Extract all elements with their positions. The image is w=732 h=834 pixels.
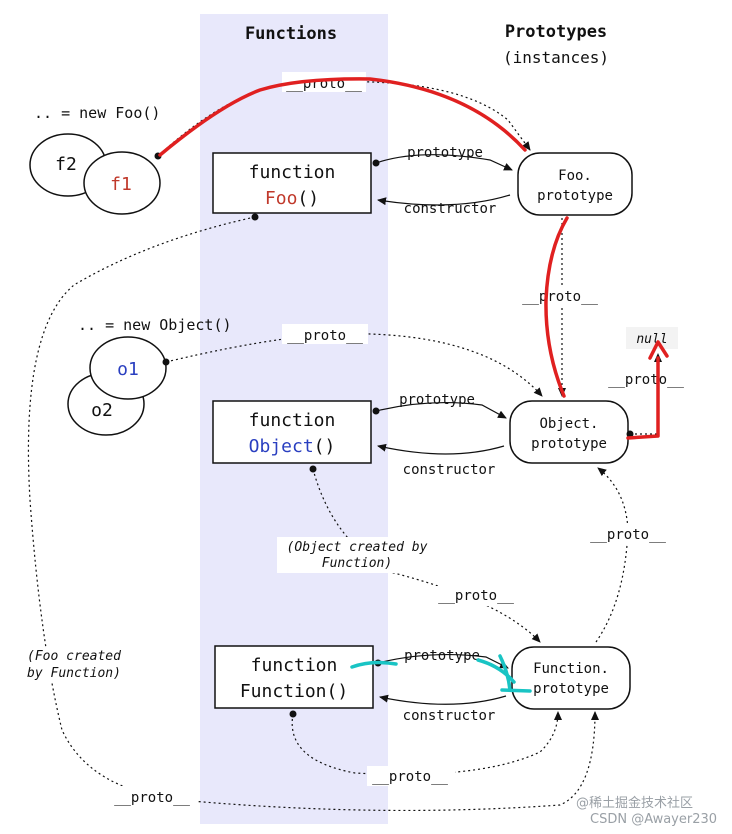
null-box bbox=[626, 327, 678, 349]
function-object-parens: () bbox=[314, 436, 336, 457]
proto-label-objectproto: __proto__ bbox=[608, 372, 684, 388]
o1-proto-link bbox=[165, 332, 543, 397]
new-object-caption: .. = new Object() bbox=[78, 316, 232, 334]
note-foo-created-1: (Foo created bbox=[27, 649, 121, 664]
instance-o1 bbox=[89, 336, 167, 400]
object-prototype-line1: Object. bbox=[539, 416, 598, 432]
function-object-keyword: function bbox=[249, 410, 336, 431]
function-foo-parens: () bbox=[297, 188, 319, 209]
object-constructor-label: constructor bbox=[403, 462, 496, 478]
foo-constructor-label: constructor bbox=[404, 201, 497, 217]
function-prototype-line1: Function. bbox=[533, 661, 609, 677]
watermark-line2: CSDN @Awayer230 bbox=[590, 812, 717, 827]
function-function-box bbox=[214, 645, 374, 709]
function-object-box bbox=[212, 400, 372, 464]
note-foo-created-2: by Function) bbox=[27, 666, 121, 681]
note-object-created-2: Function) bbox=[322, 556, 392, 571]
proto-label-fnproto: __proto__ bbox=[590, 527, 666, 543]
foo-prototype-label: prototype bbox=[407, 145, 483, 161]
proto-labels: __proto__ __proto__ __proto__ __proto__ … bbox=[110, 72, 692, 806]
new-foo-caption: .. = new Foo() bbox=[34, 104, 160, 122]
null-label: null bbox=[636, 332, 667, 347]
proto-label-fooproto: __proto__ bbox=[522, 289, 598, 305]
function-foo-signature: Foo() bbox=[265, 188, 319, 209]
cyan-annotation bbox=[350, 654, 532, 693]
object-prototype-link bbox=[375, 401, 507, 419]
function-prototype-line2: prototype bbox=[533, 681, 609, 697]
object-prototype-line2: prototype bbox=[531, 436, 607, 452]
foo-prototype-box bbox=[517, 152, 633, 216]
red-annotation bbox=[158, 77, 669, 440]
instance-f1 bbox=[83, 151, 161, 215]
instance-f1-label: f1 bbox=[110, 174, 132, 195]
watermark-line1: @稀土掘金技术社区 bbox=[576, 795, 693, 811]
prototypes-header: Prototypes bbox=[505, 22, 607, 42]
function-object-name: Object bbox=[249, 436, 314, 457]
object-prototype-label: prototype bbox=[399, 392, 475, 408]
foo-prototype-line2: prototype bbox=[537, 188, 613, 204]
instance-o2-label: o2 bbox=[91, 400, 113, 421]
function-object-signature: Object() bbox=[249, 436, 336, 457]
function-function-name: Function() bbox=[240, 681, 348, 702]
proto-label-o1: __proto__ bbox=[287, 328, 363, 344]
instances-subheader: (instances) bbox=[503, 48, 609, 67]
function-prototype-box bbox=[511, 646, 631, 710]
functions-header: Functions bbox=[245, 24, 337, 44]
function-constructor-link bbox=[379, 694, 507, 705]
proto-label-object-fn: __proto__ bbox=[438, 588, 514, 604]
function-foo-name: Foo bbox=[265, 188, 298, 209]
function-constructor-label: constructor bbox=[403, 708, 496, 724]
function-foo-keyword: function bbox=[249, 162, 336, 183]
function-fn-proto-link bbox=[291, 711, 562, 775]
function-prototype-link bbox=[377, 653, 509, 669]
fnproto-proto-link bbox=[595, 467, 629, 643]
foo-prototype-line1: Foo. bbox=[558, 168, 592, 184]
function-prototype-label: prototype bbox=[404, 648, 480, 664]
f1-proto-link bbox=[157, 81, 531, 157]
note-object-created-1: (Object created by bbox=[287, 540, 428, 555]
object-fn-proto-link bbox=[312, 468, 541, 643]
proto-label-function-fn: __proto__ bbox=[372, 769, 448, 785]
function-foo-box bbox=[212, 152, 372, 214]
function-function-keyword: function bbox=[251, 655, 338, 676]
instance-o1-label: o1 bbox=[117, 359, 139, 380]
foo-constructor-link bbox=[377, 194, 511, 206]
object-prototype-box bbox=[509, 400, 629, 464]
foo-fn-proto-link bbox=[27, 216, 599, 812]
foo-prototype-link bbox=[375, 154, 513, 171]
object-constructor-link bbox=[377, 443, 505, 455]
objectproto-null-link bbox=[630, 353, 662, 435]
instance-f2-label: f2 bbox=[55, 154, 77, 175]
proto-label-foo-fn: __proto__ bbox=[114, 790, 190, 806]
